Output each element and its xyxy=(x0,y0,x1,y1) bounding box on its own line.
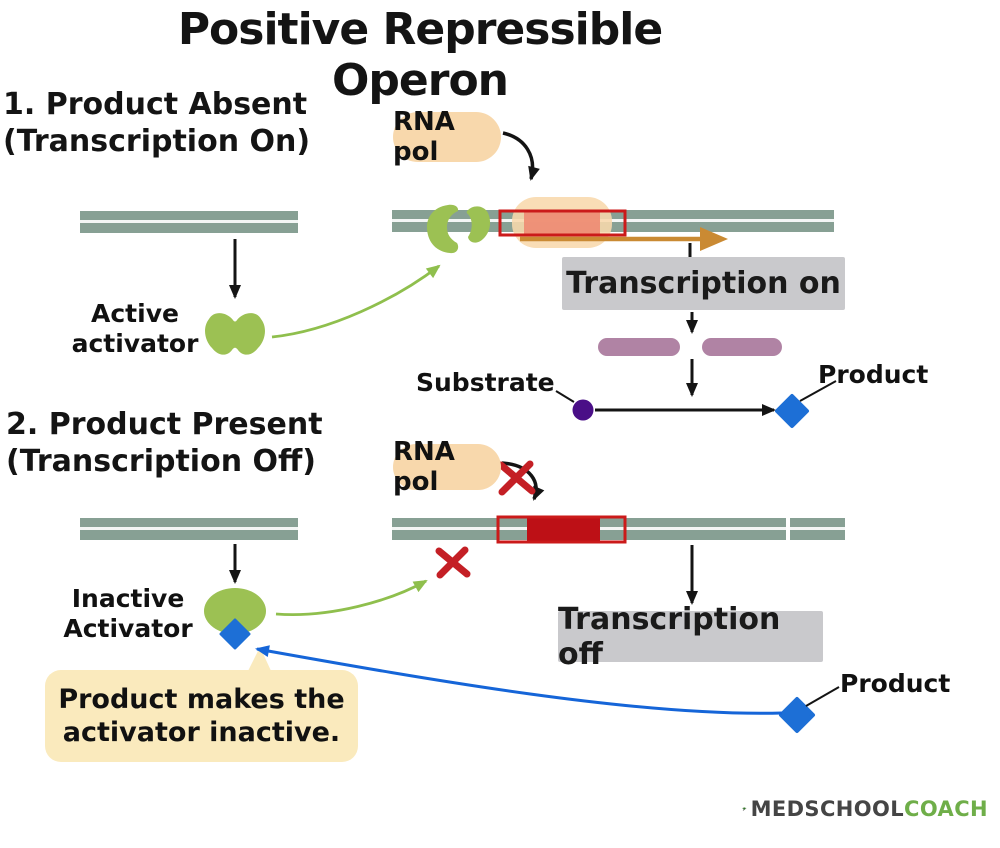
mrna-transcript-arrow xyxy=(520,227,728,251)
dna-strand-s2-left xyxy=(80,518,298,540)
rna-pol-label: RNA pol xyxy=(393,437,455,497)
graduation-cap-icon xyxy=(742,807,747,811)
section2-heading-line1: 2. Product Present xyxy=(6,407,323,442)
callout-bubble: Product makes the activator inactive. xyxy=(45,670,358,762)
dna-strand-s2-right xyxy=(392,518,845,540)
arrow-activator-blocked xyxy=(275,579,428,616)
rna-pol-label: RNA pol xyxy=(393,107,455,167)
transcription-off-label: Transcription off xyxy=(558,602,823,672)
product-label-line xyxy=(799,380,837,402)
dna-bound-activator-shape xyxy=(426,204,491,254)
substrate-label-line xyxy=(555,390,575,403)
section1-heading: 1. Product Absent (Transcription On) xyxy=(3,86,310,160)
page-title: Positive Repressible Operon xyxy=(177,4,663,106)
rna-pol-badge-s2: RNA pol xyxy=(393,437,501,497)
product-label-s2: Product xyxy=(840,669,951,698)
section1-heading-line1: 1. Product Absent xyxy=(3,87,308,122)
product-diamond xyxy=(775,394,809,428)
enzyme-bar xyxy=(598,338,680,356)
substrate-dot xyxy=(572,399,594,421)
section2-heading-line2: (Transcription Off) xyxy=(6,444,317,479)
logo-text-medschool: MEDSCHOOL xyxy=(750,797,905,821)
section2-heading: 2. Product Present (Transcription Off) xyxy=(6,406,323,480)
medschoolcoach-logo: MEDSCHOOLCOACH xyxy=(742,770,988,848)
active-activator-label-line1: Active xyxy=(91,299,179,328)
inactive-activator-shape xyxy=(204,588,266,634)
enzyme-bar xyxy=(702,338,782,356)
arrow-rnapol-to-dna-s2 xyxy=(501,461,545,501)
callout-line2: activator inactive. xyxy=(62,717,341,748)
section1-heading-line2: (Transcription On) xyxy=(3,124,311,159)
gene-region-active xyxy=(524,212,600,234)
red-x-icon xyxy=(435,546,471,579)
transcription-off-text: Transcription off xyxy=(558,601,781,672)
arrow-activator-binds-dna xyxy=(271,264,441,339)
product-label-line xyxy=(805,686,840,707)
substrate-label: Substrate xyxy=(416,368,555,397)
inactive-activator-label-line2: Activator xyxy=(63,614,193,643)
inactive-activator-label-line1: Inactive xyxy=(71,584,185,613)
arrow-rnapol-to-dna-s1 xyxy=(502,131,540,181)
red-x-icon xyxy=(497,460,536,496)
dna-strand-s1-right xyxy=(392,210,834,232)
arrow-product-feedback xyxy=(255,645,783,715)
logo-text-coach: COACH xyxy=(904,797,988,821)
gene-outline-s1 xyxy=(498,209,627,237)
dna-strand-s1-left xyxy=(80,211,298,233)
gene-outline-s2 xyxy=(496,515,627,544)
transcription-on-text: Transcription on xyxy=(566,266,841,301)
rna-pol-badge-s1: RNA pol xyxy=(393,107,501,167)
product-diamond xyxy=(779,697,815,733)
active-activator-label-line2: activator xyxy=(71,329,199,358)
active-activator-label: Active activator xyxy=(70,299,200,359)
inactive-activator-label: Inactive Activator xyxy=(63,584,193,644)
callout-pointer xyxy=(247,647,272,673)
callout-line1: Product makes the xyxy=(58,684,345,715)
product-label-s1: Product xyxy=(818,360,929,389)
active-activator-shape xyxy=(205,313,265,355)
transcription-on-label: Transcription on xyxy=(562,257,845,310)
bound-product-diamond xyxy=(219,618,251,650)
logo-wordmark: MEDSCHOOLCOACH xyxy=(751,797,988,821)
stethoscope-icon xyxy=(743,808,744,811)
gene-region-inactive xyxy=(527,518,600,541)
